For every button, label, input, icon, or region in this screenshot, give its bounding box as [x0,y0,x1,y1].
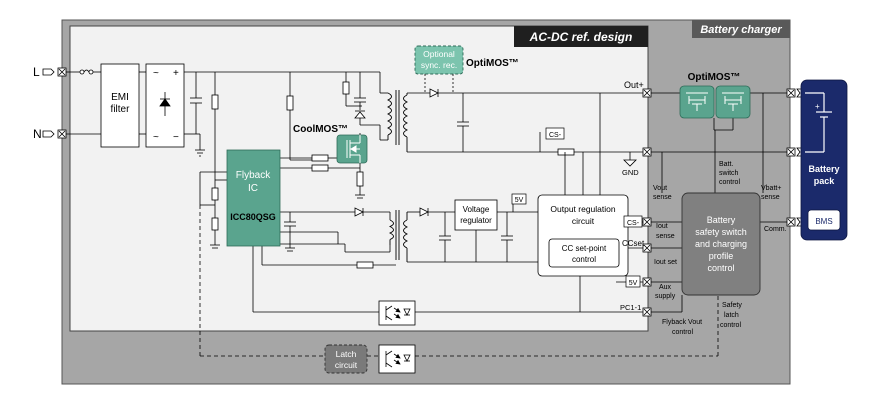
vbatt-sense-label-1: Vbatt+ [761,185,781,192]
optimos-transistor-icons [686,92,744,111]
safety-label-5: control [707,263,734,273]
optimos-mosfet-2 [715,85,751,119]
vout-sense-label-2: sense [653,194,672,201]
terminal-l-label: L [33,65,40,79]
input-connectors [42,67,67,139]
optocoupler-latch-icon [385,350,411,368]
terminal-n-label: N [33,127,42,141]
rectifier-minus: − [173,132,179,143]
aux-supply-label-2: supply [655,293,676,300]
vbatt-sense-label-2: sense [761,194,780,201]
batt-switch-label-3: control [719,179,740,186]
safety-latch-label-1: Safety [722,302,742,309]
inner-frame-connectors [642,88,652,317]
vout-sense-label-1: Vout [653,185,667,192]
gnd-label: GND [622,168,639,177]
optional-sync-rec-block [414,45,464,75]
cc-setpoint-block [548,238,620,268]
safety-latch-label-2: latch [724,312,739,319]
cs-top-label: CS- [549,132,562,139]
fuse-icon [66,69,101,135]
voltage-regulator-label-1: Voltage [463,205,490,214]
battery-safety-block [681,192,761,296]
output-regulation-label-1: Output regulation [550,204,615,214]
safety-latch-label-3: control [720,322,741,329]
flyback-ic-part-number: ICC80QSG [230,212,276,222]
coolmos-label: CoolMOS™ [293,124,348,135]
cc-setpoint-label-2: control [572,255,596,264]
voltage-regulator-label-2: regulator [460,216,492,225]
latch-circuit-block [324,344,368,374]
safety-label-3: and charging [695,239,747,249]
sync-rec-leads [424,74,454,93]
optocoupler-icon [385,305,411,321]
charger-wiring [651,92,790,313]
iout-sense-label-1: Iout [656,223,668,230]
ref-design-title-bar [514,26,648,47]
out-plus-label: Out+ [624,80,644,90]
flyback-ic-label-1: Flyback [236,170,271,181]
fivev-reg-label: 5V [515,197,524,204]
output-regulation-label-2: circuit [572,216,595,226]
flyback-ic-label-2: IC [248,183,258,194]
battery-charger-title: Battery charger [700,24,782,36]
rectifier-ac-bottom: ~ [153,132,159,143]
iout-set-label: Iout set [654,259,677,266]
coolmos-transistor-icon [346,135,361,163]
fivev-reg-tag [511,193,527,205]
battery-pack-label-2: pack [814,176,836,186]
fivev-aux-label: 5V [629,280,638,287]
latch-dashed-lines [199,205,719,357]
cs-right-label: CS- [627,220,640,227]
fivev-aux-tag [625,275,641,288]
secondary-wiring [407,88,646,313]
battery-pack-label-1: Battery [808,164,839,174]
emi-filter-label-1: EMI [111,92,129,103]
emi-rect-wires [139,71,146,135]
voltage-regulator-block [454,199,498,231]
battery-icon [805,92,832,153]
flyback-vout-label-1: Flyback Vout [662,319,702,326]
comm-label: Comm. [764,226,787,233]
rectifier-plus: + [173,68,179,79]
pc11-label: PC1-1 [620,303,641,312]
flyback-ic-block [226,149,281,247]
battery-plus-sign: + [815,102,820,111]
optimos-mosfet-1 [679,85,715,119]
cs-right-tag [623,215,643,228]
ref-design-title: AC-DC ref. design [529,30,633,44]
sync-rec-label-1: Optional [423,49,455,59]
cs-top-tag [545,127,565,140]
flyback-transformer [386,90,409,262]
batt-switch-label-2: switch [719,170,739,177]
optimos-switch-label: OptiMOS™ [688,72,741,83]
sync-rec-label-2: sync. rec. [421,60,457,70]
flyback-vout-label-2: control [672,329,693,336]
latch-circuit-label-2: circuit [335,360,358,370]
optocoupler-latch [378,344,416,374]
bms-label: BMS [815,217,832,226]
emi-filter-block [100,63,140,148]
safety-label-4: profile [709,251,734,261]
optocoupler-pc1-1 [378,300,416,326]
battery-pack-block [800,79,848,241]
safety-label-1: Battery [707,215,736,225]
rectifier-diode-icon [159,92,171,116]
rectifier-ac-top: ~ [153,68,159,79]
optimos-sync-label: OptiMOS™ [466,58,519,69]
ccset-label: CCset [622,239,645,248]
emi-filter-label-2: filter [111,104,131,115]
aux-supply-label-1: Aux [659,284,672,291]
latch-circuit-label-1: Latch [336,349,357,359]
primary-wiring [184,71,396,313]
batt-switch-label-1: Batt. [719,161,733,168]
bms-block [807,209,841,231]
battery-charger-title-bar [692,20,790,38]
safety-label-2: safety switch [695,227,747,237]
cc-setpoint-label-1: CC set-point [562,244,607,253]
iout-sense-label-2: sense [656,233,675,240]
